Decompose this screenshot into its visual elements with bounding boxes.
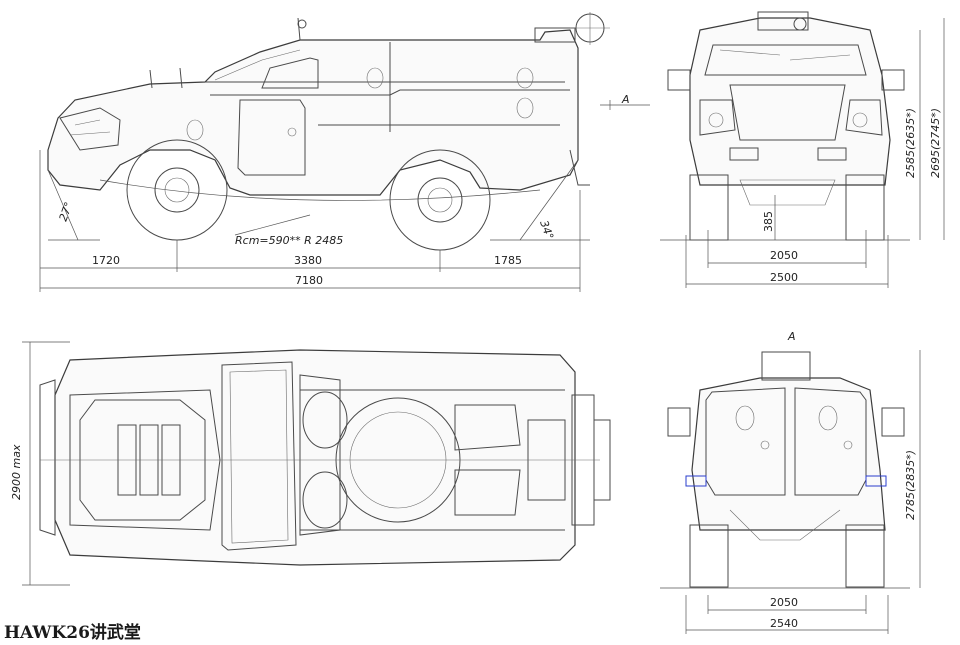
- departure-angle: 34°: [537, 219, 556, 242]
- front-view: [660, 11, 945, 288]
- rear-dim-height: 2785(2835*): [904, 450, 917, 520]
- approach-angle: 27°: [57, 200, 76, 223]
- side-label-a: A: [621, 93, 630, 106]
- watermark: HAWK26讲武堂: [4, 622, 141, 643]
- dim-overall-length: 7180: [295, 274, 323, 287]
- front-dim-overall: 2500: [770, 271, 798, 284]
- rear-dim-overall: 2540: [770, 617, 798, 630]
- turning-radius-label: Rcm=590** R 2485: [235, 234, 343, 247]
- rear-view: [660, 350, 921, 634]
- front-dim-height-1: 2585(2635*): [904, 108, 917, 178]
- rear-dim-track: 2050: [770, 596, 798, 609]
- top-view: [22, 341, 611, 586]
- side-view: [39, 12, 650, 292]
- dim-rear-overhang: 1785: [494, 254, 522, 267]
- front-dim-clearance: 385: [762, 211, 775, 232]
- front-dim-height-2: 2695(2745*): [929, 108, 942, 178]
- top-dim-width: 2900 max: [10, 444, 23, 500]
- dim-front-overhang: 1720: [92, 254, 120, 267]
- dim-wheelbase: 3380: [294, 254, 322, 267]
- front-dim-track: 2050: [770, 249, 798, 262]
- rear-label-a: A: [787, 330, 796, 343]
